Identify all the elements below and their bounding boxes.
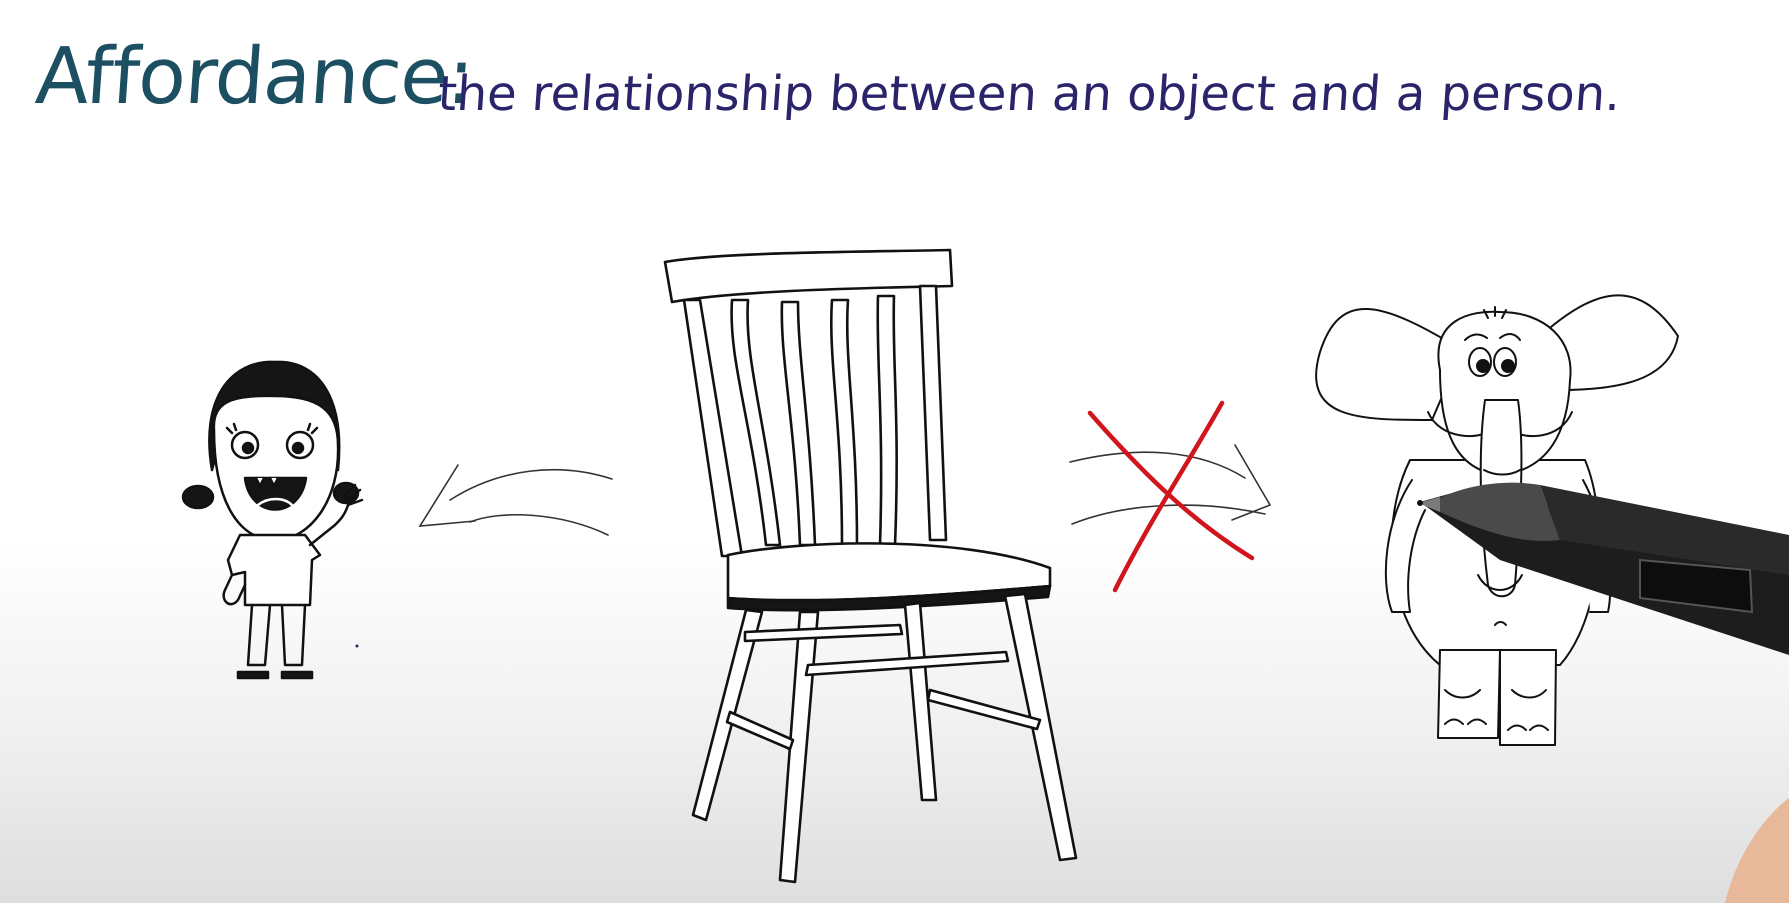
curved-arrow-left [418, 464, 613, 536]
chair-leg-front-middle [778, 610, 820, 884]
girl-pigtail-left [181, 484, 215, 510]
red-x-mark [1087, 400, 1255, 593]
chair [663, 248, 1078, 884]
chair-spindle [876, 294, 898, 547]
girl-leg-left [246, 603, 272, 667]
girl-leg-right [280, 603, 307, 667]
chair-top-rail [663, 248, 954, 304]
chair-leg-front-left [691, 608, 764, 822]
girl-face [212, 394, 340, 542]
chair-spindle [730, 298, 782, 547]
elephant-leg-left [1437, 649, 1501, 739]
elephant-ear-right [1544, 294, 1679, 391]
hand-fragment [1725, 798, 1789, 903]
girl-shirt [226, 533, 322, 607]
stylus-pen [1417, 482, 1789, 655]
chair-spindle [780, 300, 817, 547]
chair-stretcher [725, 710, 795, 751]
chair-leg-back-left [903, 601, 938, 802]
chair-leg-back-right [1003, 592, 1078, 862]
chair-spindle [829, 298, 859, 547]
chair-stretcher [804, 650, 1010, 677]
chair-back-post-right [918, 284, 948, 542]
girl-arm-waving [308, 483, 364, 547]
chair-stretcher [926, 688, 1042, 731]
elephant-ear-left [1315, 307, 1463, 421]
chair-stretcher [743, 623, 904, 643]
elephant-arm-left [1384, 479, 1426, 613]
girl-figure [181, 360, 364, 680]
curved-arrow-right [1069, 444, 1272, 525]
